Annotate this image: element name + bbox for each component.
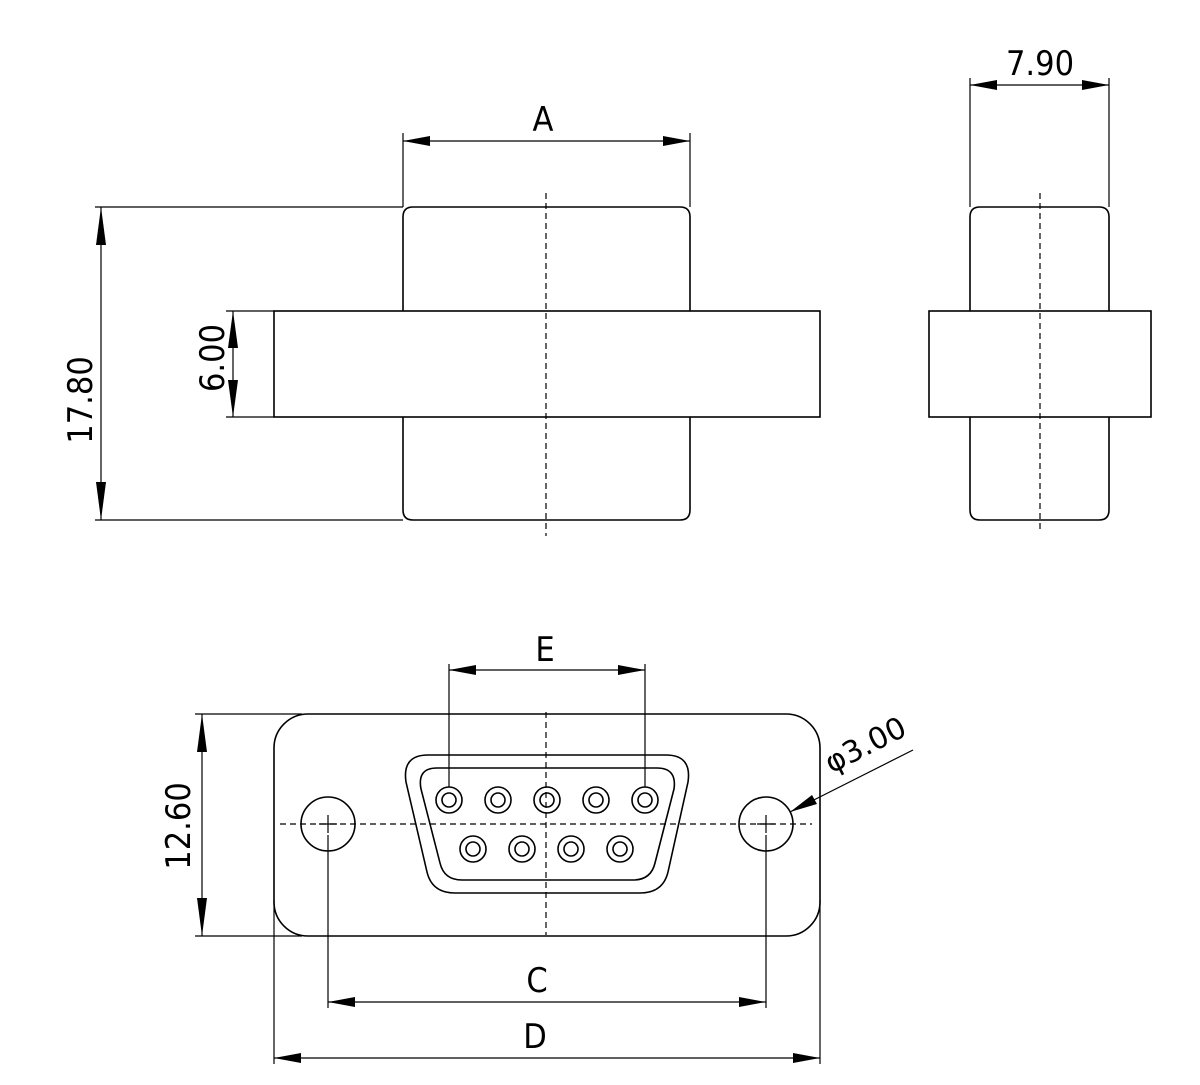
dim-hole-diameter-label: φ3.00 [819, 710, 912, 780]
pin [582, 786, 610, 814]
pin [533, 786, 561, 814]
dim-e-label: E [535, 630, 554, 670]
pin [459, 835, 487, 863]
pin-row-bottom [459, 835, 634, 863]
dim-7-90: 7.90 [969, 44, 1110, 207]
pin [557, 835, 585, 863]
pin [631, 786, 659, 814]
dim-17-80: 17.80 [61, 206, 403, 521]
pin-row-top [435, 786, 659, 814]
front-view: A 17.80 6.00 [61, 100, 821, 536]
d-shell-outer [404, 754, 690, 894]
side-view: 7.90 [928, 44, 1152, 530]
dim-6-00-label: 6.00 [193, 324, 233, 392]
dim-c-label: C [526, 961, 547, 1001]
dim-a-label: A [533, 100, 554, 140]
side-lower-shell [969, 417, 1110, 521]
dim-6-00: 6.00 [193, 310, 274, 418]
pin [606, 835, 634, 863]
pin [508, 835, 536, 863]
dim-7-90-label: 7.90 [1006, 44, 1074, 84]
dim-a: A [402, 100, 691, 207]
bottom-body-outline [273, 713, 821, 937]
dim-d: D [273, 900, 821, 1064]
dim-12-60: 12.60 [159, 713, 302, 937]
dim-e: E [448, 630, 646, 787]
pin [435, 786, 463, 814]
dim-c: C [327, 835, 767, 1008]
pin [484, 786, 512, 814]
front-flange [273, 310, 821, 418]
bottom-view: E φ3.00 12.60 C [159, 630, 914, 1064]
dim-d-label: D [523, 1017, 547, 1057]
dim-17-80-label: 17.80 [61, 356, 101, 444]
dim-12-60-label: 12.60 [159, 782, 199, 870]
d-shell-inner [419, 767, 676, 881]
front-lower-shell [402, 417, 691, 521]
dim-hole-diameter: φ3.00 [789, 710, 914, 813]
